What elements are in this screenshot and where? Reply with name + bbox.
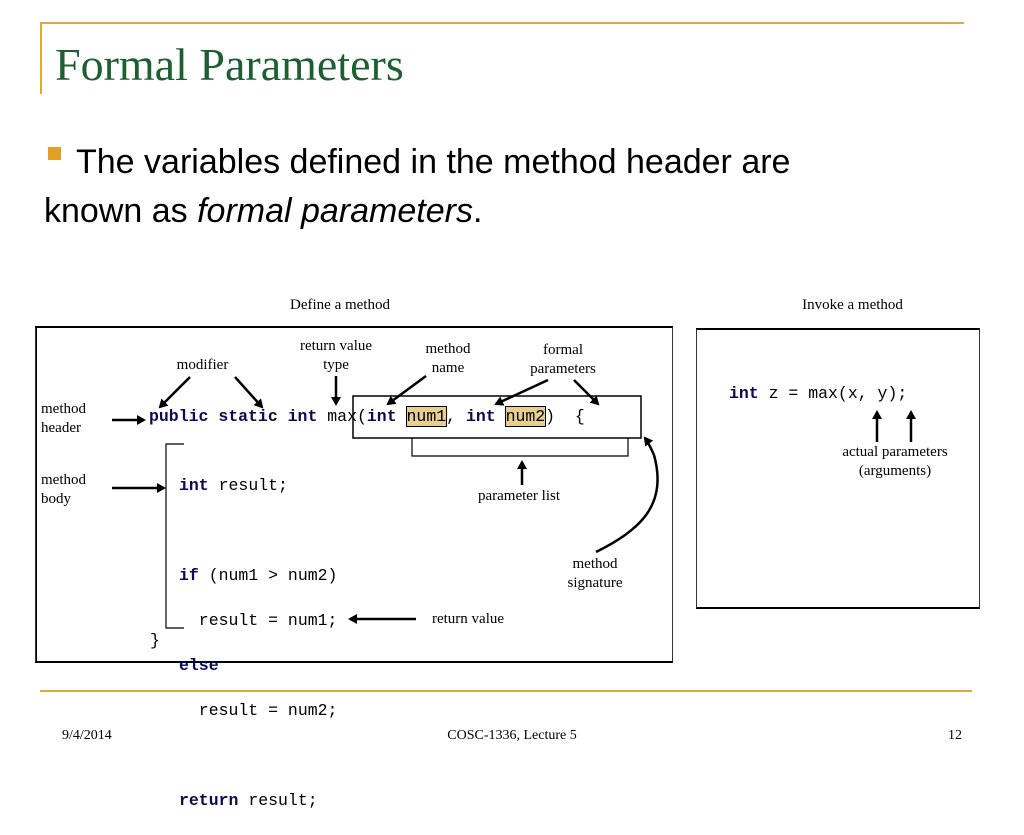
label-parameter-list: parameter list: [477, 488, 561, 504]
bullet-emphasis: formal parameters: [197, 192, 473, 230]
define-caption: Define a method: [290, 297, 390, 313]
code-line-assign2: result = num2;: [179, 700, 338, 720]
footer-rule: [40, 690, 972, 692]
code-line-blank-2: ​: [179, 745, 337, 768]
invoke-code: int z = max(x, y);: [729, 384, 907, 403]
title-top-rule: [40, 22, 964, 24]
code-num1-highlight: num1: [405, 406, 448, 427]
title-left-rule: [40, 22, 42, 94]
code-line-return: return result;: [179, 790, 318, 810]
bullet-line-1: The variables defined in the method head…: [76, 143, 791, 181]
footer-page-number: 12: [948, 728, 962, 743]
define-method-box: [35, 326, 673, 663]
bullet-text: The variables defined in the method head…: [44, 138, 964, 236]
footer-date: 9/4/2014: [62, 728, 112, 743]
code-int-param2: int: [465, 407, 496, 426]
invoke-method-box: [696, 328, 980, 609]
bullet-square-icon: [48, 147, 61, 160]
code-int-param1: int: [366, 407, 397, 426]
code-end-brace: }: [150, 631, 160, 650]
invoke-code-rest: z = max(x, y);: [758, 384, 908, 403]
method-body-code: int result; ​ if (num1 > num2) result = …: [179, 452, 337, 835]
code-comma: ,: [446, 407, 457, 426]
code-line-blank-1: ​: [179, 520, 337, 543]
code-line-result-decl: int result;: [179, 475, 288, 495]
label-modifier: modifier: [176, 357, 229, 373]
footer-course: COSC-1336, Lecture 5: [447, 728, 577, 743]
code-max-open: max(: [327, 407, 367, 426]
label-actual-parameters: actual parameters(arguments): [842, 444, 948, 479]
label-return-value: return value: [431, 611, 505, 627]
code-line-assign1: result = num1;: [179, 610, 338, 630]
code-num2-highlight: num2: [504, 406, 547, 427]
method-header-code: public static int max(int num1, int num2…: [149, 406, 585, 427]
code-static: static: [218, 407, 278, 426]
code-line-if: if (num1 > num2): [179, 565, 338, 585]
code-public: public: [149, 407, 209, 426]
slide-title: Formal Parameters: [55, 39, 404, 90]
bullet-line-2-text: known as: [44, 192, 198, 230]
code-line-else: else: [179, 655, 219, 675]
invoke-caption: Invoke a method: [802, 297, 903, 313]
invoke-int-keyword: int: [729, 384, 759, 403]
code-int-return: int: [287, 407, 318, 426]
bullet-line-2: known as formal parameters.: [44, 187, 964, 236]
bullet-period: .: [472, 192, 483, 230]
code-close-brace: ) {: [545, 407, 585, 426]
